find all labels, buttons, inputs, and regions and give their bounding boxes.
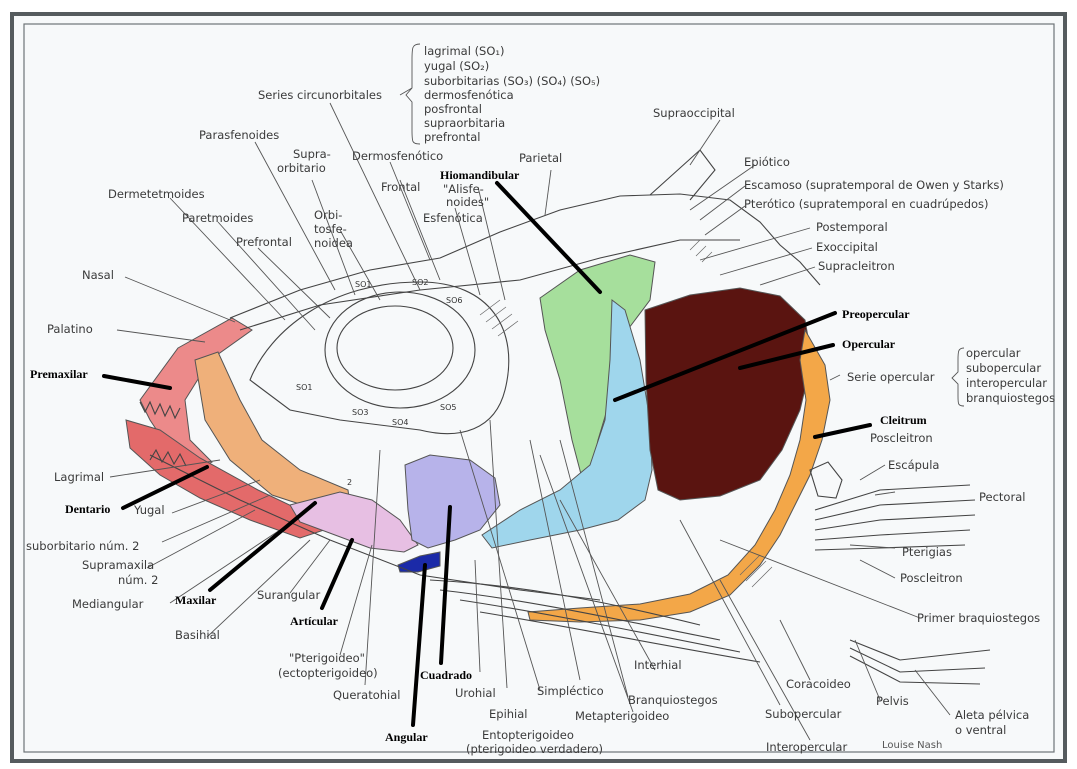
label-pectoral: Pectoral	[979, 490, 1025, 504]
label-entopterigoideo-2: (pterigoideo verdadero)	[466, 742, 603, 756]
bold-label-premaxilar: Premaxilar	[30, 367, 88, 381]
label-orbitosfenoidea-2: tosfe-	[314, 222, 347, 236]
label-metapterigoideo: Metapterigoideo	[575, 709, 669, 723]
label-nasal: Nasal	[82, 268, 114, 282]
signature: Louise Nash	[882, 740, 942, 751]
label-esfenotica: Esfenótica	[423, 211, 483, 225]
label-escapula: Escápula	[888, 458, 939, 472]
label-postemporal: Postemporal	[816, 220, 888, 234]
circumorbital-item-4: dermosfenótica	[424, 88, 514, 102]
label-exoccipital: Exoccipital	[816, 240, 878, 254]
circumorbital-item-3: suborbitarias (SO₃) (SO₄) (SO₅)	[424, 74, 600, 88]
orbit-code-so4: SO4	[392, 418, 408, 427]
label-supramaxila-1: Supramaxila	[82, 558, 154, 572]
label-subopercular: Subopercular	[765, 707, 842, 721]
label-basihial: Basihial	[175, 628, 220, 642]
label-urohial: Urohial	[455, 686, 496, 700]
label-parietal: Parietal	[519, 151, 562, 165]
bold-label-dentario: Dentario	[65, 502, 110, 516]
label-epihial: Epihial	[489, 707, 528, 721]
label-pelvis: Pelvis	[876, 694, 909, 708]
orbit-code-so5: SO5	[440, 403, 456, 412]
label-surangular: Surangular	[257, 588, 320, 602]
label-entopterigoideo-1: Entopterigoideo	[482, 728, 574, 742]
label-suborbitario-num2: suborbitario núm. 2	[26, 539, 139, 553]
label-aleta-pelvica-1: Aleta pélvica	[955, 708, 1029, 722]
label-lagrimal: Lagrimal	[54, 470, 104, 484]
circumorbital-item-6: supraorbitaria	[424, 116, 505, 130]
label-simplectico: Simpléctico	[537, 684, 604, 698]
circumorbital-item-5: posfrontal	[424, 102, 482, 116]
label-escamoso: Escamoso (supratemporal de Owen y Starks…	[744, 178, 1004, 192]
circumorbital-title: Series circunorbitales	[258, 88, 382, 102]
label-supracleitron: Supracleitron	[818, 259, 895, 273]
label-mediangular: Mediangular	[72, 597, 144, 611]
label-primer-braquiostegos: Primer braquiostegos	[917, 611, 1040, 625]
bold-label-articular: Artícular	[290, 614, 339, 628]
label-yugal: Yugal	[133, 503, 165, 517]
orbit-code-two: 2	[347, 478, 352, 487]
label-aleta-pelvica-2: o ventral	[955, 723, 1006, 737]
bold-label-opercular: Opercular	[842, 337, 896, 351]
label-supraoccipital: Supraoccipital	[653, 106, 735, 120]
label-pterigoideo-2: (ectopterigoideo)	[278, 666, 378, 680]
label-supraorbitario-1: Supra-	[293, 147, 331, 161]
label-poscleitron-1: Poscleitron	[870, 431, 933, 445]
label-poscleitron-2: Poscleitron	[900, 571, 963, 585]
label-alisfenoides-1: "Alisfe-	[443, 182, 484, 196]
bold-label-cleitrum: Cleitrum	[880, 413, 927, 427]
label-interhial: Interhial	[634, 658, 682, 672]
label-supraorbitario-2: orbitario	[277, 161, 326, 175]
orbit-code-so3: SO3	[352, 408, 368, 417]
bold-label-preopercular: Preopercular	[842, 307, 910, 321]
label-epiotico: Epiótico	[744, 155, 790, 169]
label-orbitosfenoidea-1: Orbi-	[314, 208, 342, 222]
label-frontal: Frontal	[381, 180, 420, 194]
bold-label-maxilar: Maxilar	[175, 593, 217, 607]
label-supramaxila-2: núm. 2	[118, 573, 158, 587]
label-parasfenoides: Parasfenoides	[199, 128, 279, 142]
label-branquiostegos: Branquiostegos	[628, 693, 718, 707]
label-paretmoides: Paretmoides	[182, 211, 253, 225]
circumorbital-item-2: yugal (SO₂)	[424, 59, 489, 73]
opercular-series-item-3: interopercular	[966, 376, 1047, 390]
label-dermetmoides: Dermetetmoides	[108, 187, 205, 201]
label-pterotico: Pterótico (supratemporal en cuadrúpedos)	[744, 197, 989, 211]
label-pterigias: Pterigias	[902, 545, 952, 559]
label-coracoideo: Coracoideo	[786, 677, 851, 691]
bold-label-hiomandibular: Hiomandibular	[440, 168, 520, 182]
label-queratohial: Queratohial	[333, 688, 400, 702]
circumorbital-item-1: lagrimal (SO₁)	[424, 44, 505, 58]
label-interopercular: Interopercular	[766, 740, 847, 754]
orbit-code-so1b: SO1	[296, 383, 312, 392]
opercular-series-item-1: opercular	[966, 346, 1021, 360]
label-orbitosfenoidea-3: noidea	[314, 236, 353, 250]
orbit-code-so6: SO6	[446, 296, 462, 305]
label-pterigoideo-1: "Pterigoideo"	[289, 651, 365, 665]
bold-label-cuadrado: Cuadrado	[420, 668, 472, 682]
opercular-series-item-4: branquiostegos	[966, 391, 1055, 405]
label-palatino: Palatino	[47, 322, 93, 336]
label-prefrontal: Prefrontal	[236, 235, 292, 249]
circumorbital-item-7: prefrontal	[424, 130, 480, 144]
label-alisfenoides-2: noides"	[446, 195, 489, 209]
opercular-series-item-2: subopercular	[966, 361, 1041, 375]
label-dermosfenotico: Dermosfenótico	[352, 149, 443, 163]
bold-label-angular: Angular	[385, 730, 428, 744]
opercular-series-title: Serie opercular	[847, 370, 935, 384]
